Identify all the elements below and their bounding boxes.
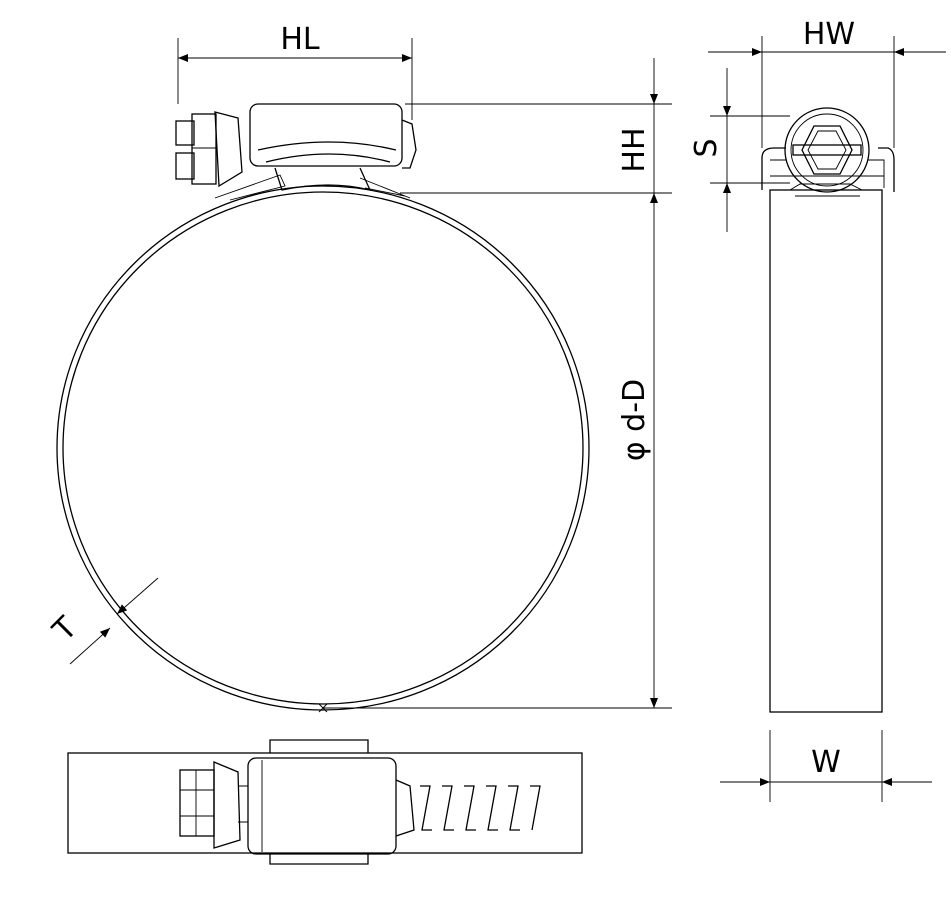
- band-side: [769, 189, 883, 713]
- hl-label: HL: [280, 22, 320, 57]
- s-dimension: S: [689, 68, 790, 232]
- s-label: S: [689, 138, 724, 157]
- t-label: T: [46, 610, 85, 649]
- band-inner-ring: [62, 191, 584, 705]
- side-housing-clip: [761, 147, 895, 192]
- diameter-dimension: φ d-D: [323, 193, 672, 709]
- t-dimension: T: [46, 577, 159, 665]
- front-view: [56, 103, 590, 713]
- side-screw-head: [784, 107, 870, 193]
- hh-label: HH: [617, 127, 652, 172]
- band-top: [67, 752, 583, 854]
- w-label: W: [811, 745, 841, 780]
- hl-dimension: HL: [177, 22, 413, 120]
- screw-head: [175, 111, 243, 188]
- top-screw-head: [179, 761, 248, 849]
- screw-housing: [249, 103, 417, 191]
- band-outer-ring: [56, 185, 590, 711]
- hh-dimension: HH: [400, 58, 672, 194]
- band-overlap: [214, 174, 411, 201]
- hw-label: HW: [803, 17, 855, 52]
- top-view: [67, 739, 583, 865]
- top-thread: [420, 785, 541, 831]
- side-view: [761, 107, 895, 713]
- hw-dimension: HW: [708, 17, 946, 148]
- diameter-label: φ d-D: [617, 379, 652, 461]
- w-dimension: W: [720, 730, 932, 802]
- top-housing: [247, 757, 397, 855]
